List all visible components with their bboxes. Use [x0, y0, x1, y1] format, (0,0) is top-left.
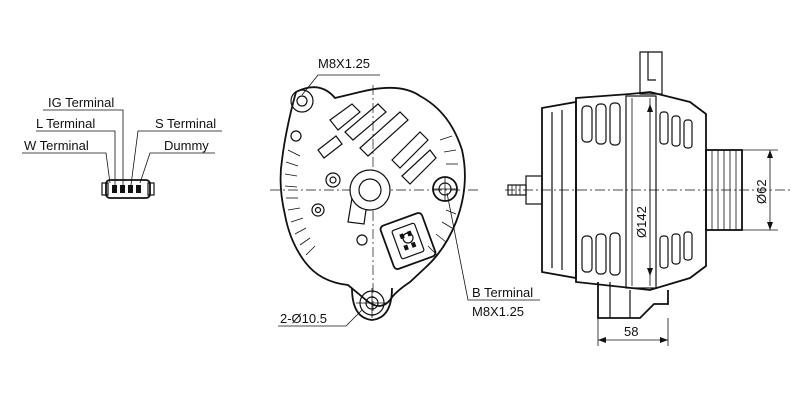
side-view: Ø142 Ø62 58	[505, 51, 790, 346]
side-cooling-fins	[581, 102, 693, 276]
l-terminal-label: L Terminal	[36, 116, 95, 131]
housing-diameter-label: Ø142	[634, 206, 649, 238]
mount-hole-leader	[278, 309, 363, 327]
stator-band	[625, 95, 657, 289]
dummy-label: Dummy	[164, 138, 209, 153]
mount-hole-label: 2-Ø10.5	[280, 311, 327, 326]
top-thread-label: M8X1.25	[318, 56, 370, 71]
bearing-boss	[347, 169, 391, 225]
b-terminal-leader	[446, 192, 540, 301]
w-terminal-label: W Terminal	[24, 138, 89, 153]
pulley-diameter-dimension: Ø62	[742, 149, 778, 231]
length-label: 58	[624, 324, 638, 339]
pulley	[705, 149, 743, 231]
connector-plug	[101, 179, 155, 199]
lower-mount-foot	[597, 282, 669, 319]
b-terminal-stud	[432, 176, 458, 202]
connector-leader-lines	[22, 109, 222, 186]
pulley-diameter-label: Ø62	[754, 179, 769, 204]
top-tab	[639, 51, 663, 95]
b-terminal-label: B Terminal	[472, 285, 533, 300]
connector-socket	[379, 212, 437, 270]
top-thread-hole	[290, 89, 314, 113]
ig-terminal-label: IG Terminal	[48, 95, 114, 110]
housing-diameter-dimension: Ø142	[634, 104, 653, 276]
connector-diagram: IG Terminal L Terminal W Terminal S Term…	[22, 95, 222, 199]
front-view: M8X1.25 2-Ø10.5 B Terminal M8X1.25	[270, 56, 540, 327]
lower-mount-ear	[351, 287, 393, 321]
housing-outline	[279, 86, 466, 307]
length-dimension: 58	[597, 318, 669, 346]
b-terminal-thread-label: M8X1.25	[472, 304, 524, 319]
top-thread-leader	[301, 74, 380, 96]
s-terminal-label: S Terminal	[155, 116, 216, 131]
housing-fins	[284, 135, 458, 256]
rear-cover-ribs	[317, 103, 437, 185]
